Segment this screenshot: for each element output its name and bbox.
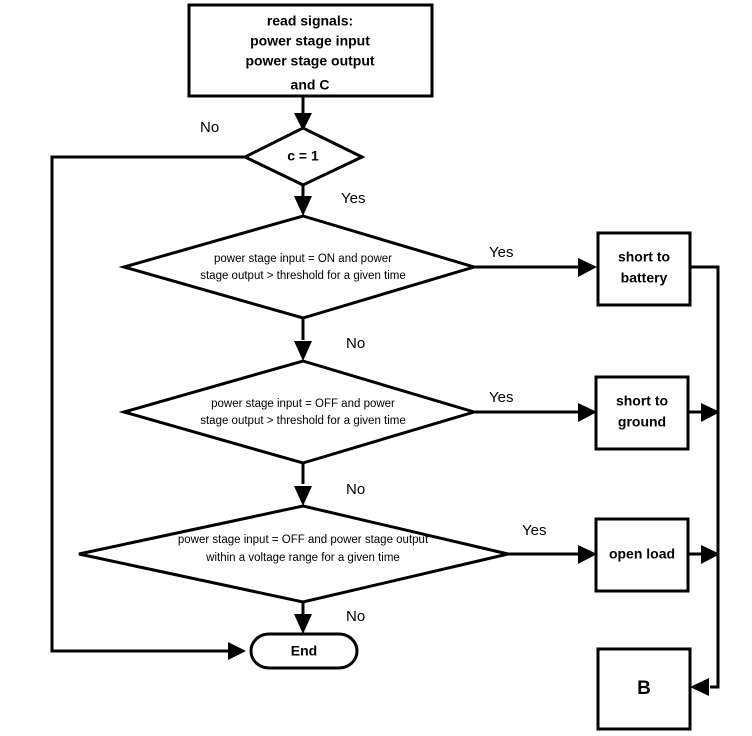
read-signals-line2: power stage input xyxy=(250,33,370,49)
edge-label-d1-no: No xyxy=(346,335,365,352)
d3-line1: power stage input = OFF and power stage … xyxy=(178,534,429,546)
node-diamond xyxy=(118,214,480,320)
connector-b-label: B xyxy=(637,678,651,699)
arrowhead-icon xyxy=(294,341,312,361)
short-to-battery-line2: battery xyxy=(621,270,668,286)
edge-polyline xyxy=(690,265,720,689)
short-to-ground-line2: ground xyxy=(618,414,666,430)
edge-d3-yes-to-open-load xyxy=(508,545,597,564)
node-box xyxy=(594,375,690,451)
node-open-load[interactable]: open load xyxy=(594,517,690,593)
edge-c1-yes-to-d1 xyxy=(294,185,312,216)
d2-line2: stage output > threshold for a given tim… xyxy=(200,415,406,427)
node-decision-open-load-test[interactable]: power stage input = OFF and power stage … xyxy=(78,504,509,604)
edge-label-c1-no: No xyxy=(200,119,219,136)
short-to-ground-line1: short to xyxy=(616,393,668,409)
d2-line1: power stage input = OFF and power xyxy=(211,398,395,410)
node-box xyxy=(596,647,692,731)
arrowhead-icon xyxy=(294,614,312,634)
arrowhead-icon xyxy=(294,113,312,131)
read-signals-line1: read signals: xyxy=(267,13,353,29)
d1-line2: stage output > threshold for a given tim… xyxy=(200,270,406,282)
arrowhead-icon xyxy=(701,545,720,564)
edge-label-d3-yes: Yes xyxy=(522,522,546,539)
arrowhead-icon xyxy=(701,403,720,422)
edge-label-d2-no: No xyxy=(346,481,365,498)
d3-line2: within a voltage range for a given time xyxy=(205,552,400,564)
edge-open-load-to-bus xyxy=(688,545,720,564)
node-end-terminal[interactable]: End xyxy=(249,632,359,670)
end-label: End xyxy=(291,643,317,659)
edge-label-c1-yes: Yes xyxy=(341,190,365,207)
edge-polyline xyxy=(50,155,245,653)
edge-read-signals-to-c1 xyxy=(294,96,312,131)
edge-short-ground-to-bus xyxy=(688,403,720,422)
node-box xyxy=(594,517,690,593)
node-connector-b[interactable]: B xyxy=(596,647,692,731)
arrowhead-icon xyxy=(294,486,312,506)
node-diamond xyxy=(118,359,480,465)
edge-d1-no-to-d2 xyxy=(294,318,312,361)
arrowhead-icon xyxy=(578,545,597,564)
node-read-signals[interactable]: read signals: power stage input power st… xyxy=(187,3,434,98)
node-diamond xyxy=(241,126,366,187)
node-decision-short-to-battery-test[interactable]: power stage input = ON and power stage o… xyxy=(118,214,480,320)
node-short-to-ground[interactable]: short to ground xyxy=(594,375,690,451)
edge-d1-yes-to-short-battery xyxy=(474,258,597,277)
node-diamond xyxy=(78,504,509,604)
c-equals-1-label: c = 1 xyxy=(287,148,319,164)
edge-label-d3-no: No xyxy=(346,608,365,625)
node-box xyxy=(596,231,692,307)
node-box xyxy=(187,3,434,98)
read-signals-line4: and C xyxy=(291,77,330,93)
node-terminator xyxy=(249,632,359,670)
read-signals-line3: power stage output xyxy=(245,53,374,69)
arrowhead-icon xyxy=(578,403,597,422)
edge-d2-yes-to-short-ground xyxy=(474,403,597,422)
arrowhead-icon xyxy=(294,196,312,216)
edge-d2-no-to-d3 xyxy=(294,463,312,506)
edge-label-d1-yes: Yes xyxy=(489,244,513,261)
open-load-label: open load xyxy=(609,546,675,562)
node-decision-short-to-ground-test[interactable]: power stage input = OFF and power stage … xyxy=(118,359,480,465)
short-to-battery-line1: short to xyxy=(618,249,670,265)
edge-label-d2-yes: Yes xyxy=(489,389,513,406)
d1-line1: power stage input = ON and power xyxy=(214,253,392,265)
edge-short-battery-to-b xyxy=(690,265,720,696)
arrowhead-icon xyxy=(228,642,246,660)
arrowhead-icon xyxy=(578,258,597,277)
edge-d3-no-to-end xyxy=(294,602,312,634)
node-decision-c-equals-1[interactable]: c = 1 xyxy=(241,126,366,187)
edge-c1-no-loop xyxy=(50,155,246,660)
node-short-to-battery[interactable]: short to battery xyxy=(596,231,692,307)
arrowhead-icon xyxy=(690,678,709,696)
